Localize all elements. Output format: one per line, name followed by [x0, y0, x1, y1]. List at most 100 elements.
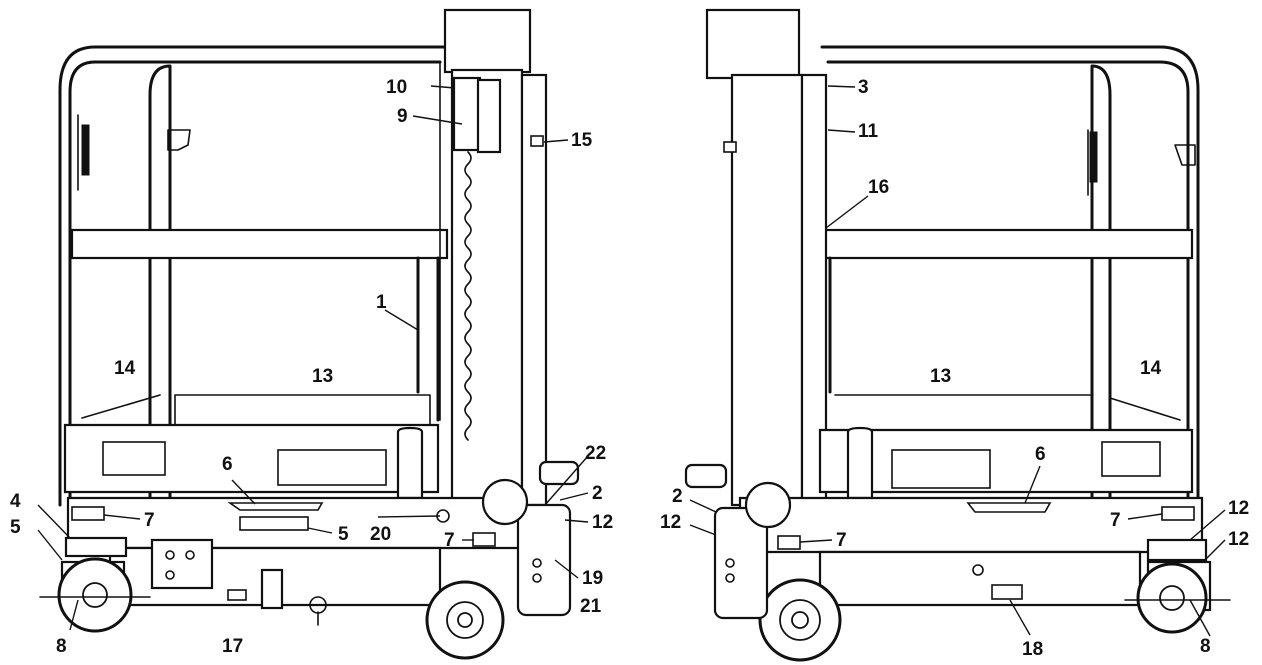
callout-right-8: 8	[1200, 636, 1211, 657]
left-plug	[260, 568, 284, 610]
left-drive-wheel-hub	[457, 612, 473, 628]
left-basket-back	[81, 394, 431, 426]
callout-left-14: 14	[114, 358, 136, 379]
left-bolt-b	[532, 573, 542, 583]
right-mast-cap	[705, 8, 801, 80]
left-bolt-a	[532, 558, 542, 568]
left-button-c	[165, 570, 175, 580]
right-gate-hook	[1174, 144, 1196, 166]
left-guard-inner	[148, 64, 172, 507]
left-spring	[81, 124, 90, 176]
leader-left-20	[377, 515, 441, 518]
callout-right-3: 3	[858, 77, 869, 98]
callout-right-7b: 7	[1110, 510, 1121, 531]
callout-left-5a: 5	[10, 517, 21, 538]
right-decal-7b	[1161, 506, 1195, 521]
left-control-box	[452, 76, 482, 152]
leader-left-10	[430, 85, 456, 89]
callout-left-2: 2	[592, 483, 603, 504]
left-rear-housing	[516, 503, 572, 617]
left-drive-wheel-rim	[446, 601, 484, 639]
callout-left-7a: 7	[144, 510, 155, 531]
leader-left-2	[559, 492, 589, 501]
callout-left-20: 20	[370, 524, 391, 545]
callout-left-22: 22	[585, 443, 606, 464]
callout-right-14: 14	[1140, 358, 1162, 379]
right-view	[684, 8, 1231, 662]
callout-left-21: 21	[580, 596, 602, 617]
callout-right-13: 13	[930, 366, 951, 387]
right-rear-housing	[713, 506, 769, 620]
left-turntable	[481, 478, 529, 526]
leader-right-3	[827, 85, 856, 88]
callout-right-7a: 7	[836, 530, 847, 551]
leader-left-22	[544, 455, 589, 506]
callout-right-2: 2	[672, 486, 683, 507]
leader-lines	[37, 85, 1226, 637]
right-decal-18	[991, 584, 1023, 600]
callout-labels: 10 9 15 1 14 13 6 4 5 7 5 20 7 22 2 12 1…	[10, 77, 1249, 660]
left-caster-mount	[64, 536, 128, 558]
callout-right-18: 18	[1022, 639, 1043, 660]
callout-left-17: 17	[222, 636, 243, 657]
left-decal-5	[239, 516, 309, 531]
right-outrigger-top	[684, 463, 728, 489]
left-decal-17	[227, 589, 247, 601]
left-decal-14	[102, 441, 166, 476]
leader-right-12c	[1204, 539, 1226, 561]
left-control-panel	[150, 538, 214, 590]
right-decal-6	[966, 502, 1052, 513]
leader-left-12	[564, 519, 589, 523]
right-fitting	[972, 564, 984, 576]
left-decal-6	[227, 502, 324, 511]
leader-left-8	[69, 599, 79, 631]
right-drive-wheel	[758, 578, 842, 662]
leader-left-6	[231, 479, 256, 505]
leader-left-15	[543, 139, 569, 143]
left-control-box-side	[476, 78, 502, 154]
left-drive-wheel	[425, 580, 505, 660]
left-view	[39, 8, 580, 660]
left-guard-rail	[58, 45, 447, 507]
leader-left-9	[412, 115, 463, 125]
callout-left-13: 13	[312, 366, 333, 387]
leader-right-12a	[689, 524, 717, 536]
left-decal-7b	[472, 532, 496, 547]
callout-left-1: 1	[376, 292, 387, 313]
leader-right-2	[689, 499, 717, 513]
left-caster-wheel	[57, 557, 133, 633]
callout-right-11: 11	[858, 121, 879, 142]
right-corner-post	[846, 426, 874, 500]
left-gate-hook	[167, 129, 191, 151]
leader-left-7a	[103, 514, 141, 520]
right-mid-rail	[820, 228, 1194, 260]
right-basket-back	[834, 394, 1181, 421]
right-caster-mount	[1146, 538, 1208, 562]
callout-left-5b: 5	[338, 524, 349, 545]
right-drive-wheel-hub	[791, 611, 809, 629]
callout-right-6: 6	[1035, 444, 1046, 465]
leader-left-5a	[37, 529, 63, 561]
right-lower-chassis	[818, 550, 1142, 607]
leader-right-12b	[1189, 509, 1226, 541]
leader-right-16	[825, 195, 869, 229]
callout-right-12a: 12	[660, 512, 681, 533]
leader-left-19	[554, 559, 579, 579]
right-mast	[730, 73, 804, 507]
left-decal-13	[277, 449, 387, 486]
callout-left-10: 10	[386, 77, 407, 98]
right-caster-wheel	[1136, 562, 1208, 634]
right-spring	[1089, 131, 1098, 183]
left-decal-7a	[71, 506, 105, 521]
leader-right-11	[827, 129, 856, 133]
left-caster-hub	[82, 582, 108, 608]
callout-left-4: 4	[10, 491, 21, 512]
right-decal-14	[1101, 441, 1161, 477]
callout-left-7b: 7	[444, 530, 455, 551]
left-coil-cord	[464, 151, 472, 441]
left-decal-15	[530, 135, 544, 147]
leader-right-7b	[1127, 513, 1163, 520]
right-decal-7a	[777, 535, 801, 550]
callout-left-19: 19	[582, 568, 603, 589]
